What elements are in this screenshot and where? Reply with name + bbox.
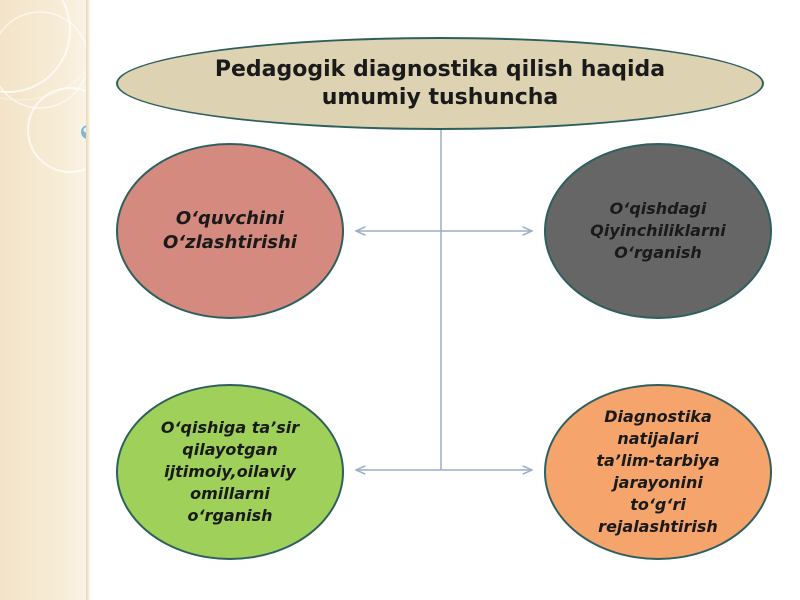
decorative-side-panel [0,0,88,600]
node-ellipse-2: O‘qishdagi Qiyinchiliklarni O‘rganish [544,143,772,319]
node-label-2: O‘qishdagi Qiyinchiliklarni O‘rganish [590,199,726,262]
side-panel-edge [86,0,90,600]
title-ellipse: Pedagogik diagnostika qilish haqida umum… [116,37,764,130]
title-line-2: umumiy tushuncha [321,84,559,110]
decorative-swirl-graphic [0,0,88,173]
title-line-1: Pedagogik diagnostika qilish haqida [214,56,666,82]
node-label-4: Diagnostika natijalari ta’lim-tarbiya ja… [596,407,720,536]
node-ellipse-4: Diagnostika natijalari ta’lim-tarbiya ja… [544,384,772,560]
node-ellipse-1: O‘quvchini O‘zlashtirishi [116,143,344,319]
node-ellipse-3: O‘qishiga ta’sir qilayotgan ijtimoiy,oil… [116,384,344,560]
node-label-1: O‘quvchini O‘zlashtirishi [163,208,297,253]
node-label-3: O‘qishiga ta’sir qilayotgan ijtimoiy,oil… [160,418,300,525]
